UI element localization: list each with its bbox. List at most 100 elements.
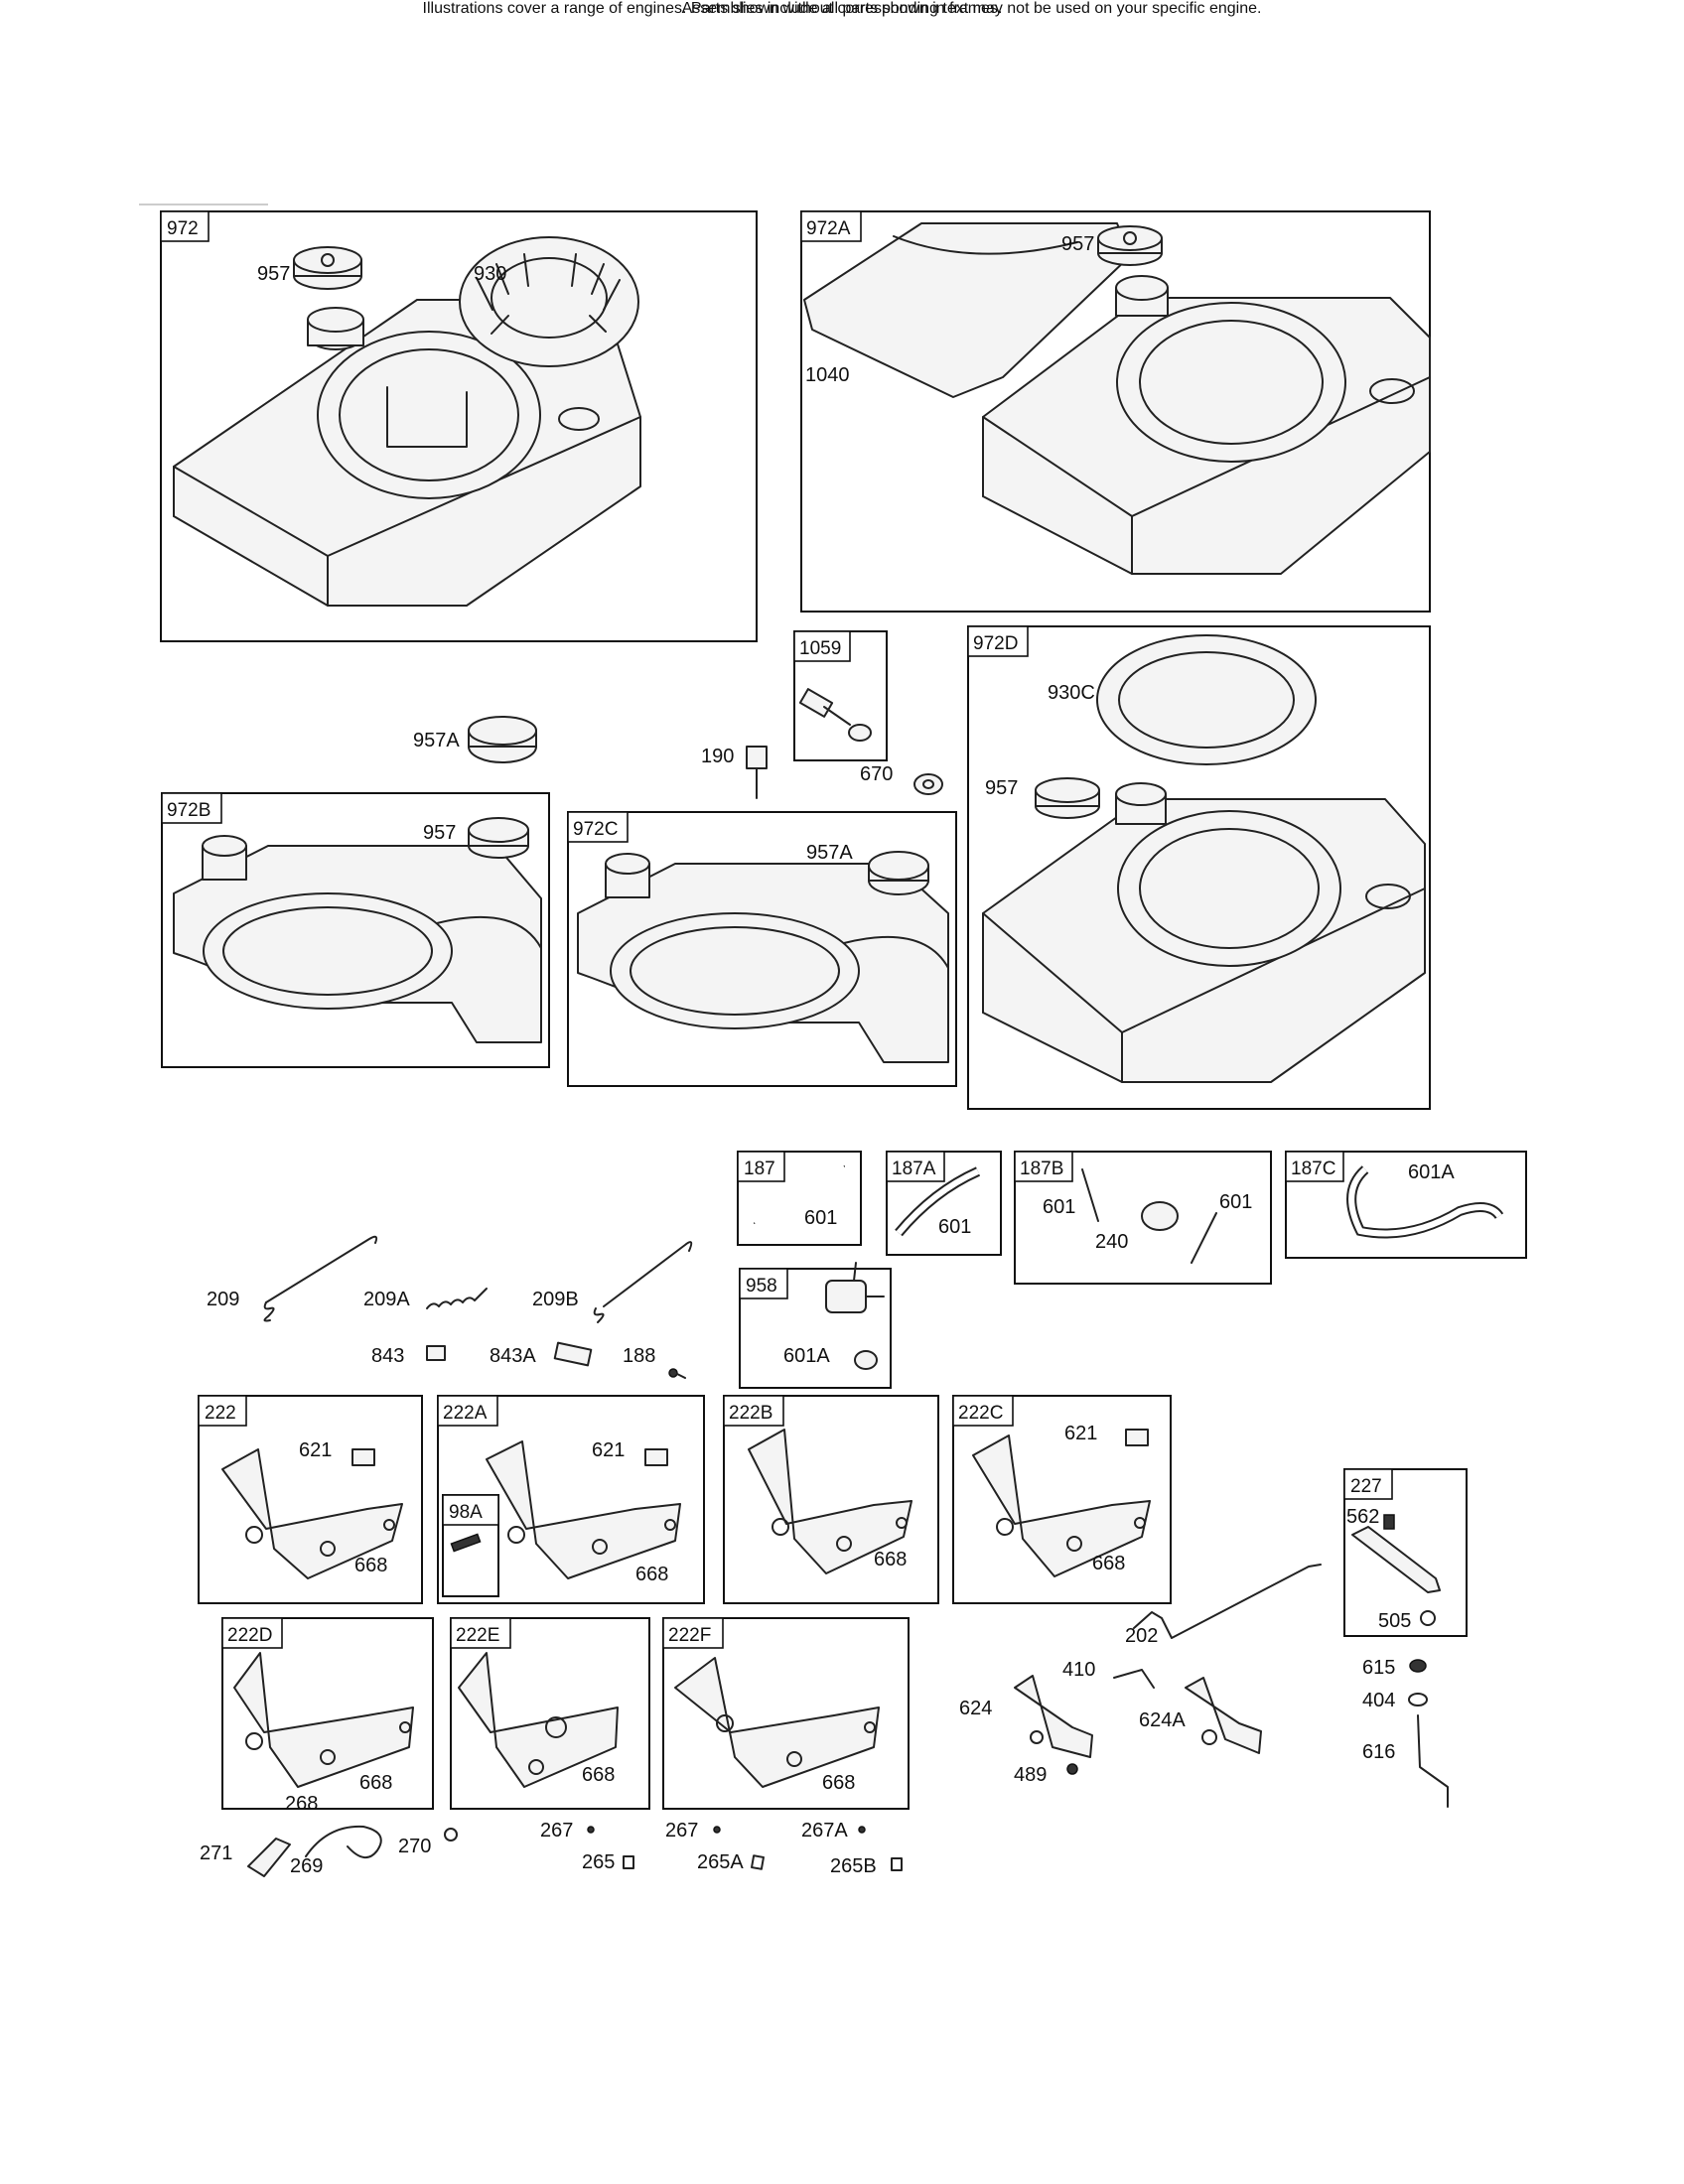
frame-187c: 187C	[1285, 1151, 1527, 1259]
frame-tag: 222D	[227, 1625, 272, 1646]
fuel-line-icon	[895, 1166, 981, 1237]
part-label: 668	[354, 1555, 387, 1576]
lever-icon	[247, 1838, 291, 1877]
part-label: 601	[1219, 1191, 1252, 1213]
frame-tag: 187A	[892, 1159, 936, 1179]
part-label: 265A	[697, 1851, 744, 1873]
rotating-screen-icon	[459, 236, 639, 367]
frame-tag: 222A	[443, 1403, 488, 1424]
part-label: 957A	[413, 730, 460, 751]
screw-icon	[668, 1368, 686, 1379]
nut-icon	[1409, 1659, 1427, 1673]
screw-icon	[713, 1826, 721, 1834]
frame-222b: 222B	[723, 1395, 939, 1604]
screw-icon	[587, 1826, 595, 1834]
shutoff-valve-icon	[825, 1262, 885, 1370]
part-label: 601A	[1408, 1161, 1455, 1183]
part-label: 616	[1362, 1741, 1395, 1763]
part-label: 209	[207, 1289, 239, 1310]
grommet-icon	[444, 1828, 458, 1842]
part-label: 202	[1125, 1625, 1158, 1647]
blower-housing-illustration	[577, 853, 949, 1063]
governor-bracket-illustration	[458, 1652, 619, 1788]
cable-icon	[305, 1825, 382, 1858]
part-label: 265	[582, 1851, 615, 1873]
blower-housing-illustration	[173, 299, 641, 607]
governor-arm-icon	[1014, 1675, 1093, 1758]
part-label: 1040	[805, 364, 850, 386]
link-icon	[1113, 1669, 1155, 1689]
part-label: 267	[665, 1820, 698, 1842]
frame-187b: 187B	[1014, 1151, 1272, 1285]
part-label: 957	[423, 822, 456, 844]
part-label: 668	[582, 1764, 615, 1786]
part-label: 670	[860, 763, 893, 785]
frame-tag: 972D	[973, 633, 1018, 654]
part-label: 930C	[1048, 682, 1095, 704]
governor-bracket-illustration	[221, 1448, 403, 1579]
frame-972d: 972D	[967, 625, 1431, 1110]
frame-tag: 972C	[573, 819, 618, 840]
frame-tag: 222	[205, 1403, 236, 1424]
frame-tag: 972	[167, 218, 199, 239]
clip-icon	[891, 1857, 903, 1871]
part-label: 624A	[1139, 1709, 1186, 1731]
bushing-icon	[426, 1345, 446, 1361]
shroud-cover-icon	[803, 222, 1131, 398]
fuel-cap-icon	[1097, 225, 1163, 266]
blower-housing-illustration	[173, 835, 542, 1043]
part-label: 209A	[363, 1289, 410, 1310]
frame-972: 972	[160, 210, 758, 642]
part-label: 615	[1362, 1657, 1395, 1679]
governor-link-icon	[1133, 1564, 1322, 1639]
part-label: 601	[938, 1216, 971, 1238]
part-label: 624	[959, 1698, 992, 1719]
bushing-icon	[913, 773, 943, 795]
governor-spring-icon	[593, 1241, 693, 1323]
part-label: 843	[371, 1345, 404, 1367]
part-label: 267A	[801, 1820, 848, 1842]
part-label: 621	[299, 1439, 332, 1461]
shaft-icon	[1417, 1714, 1449, 1808]
frame-972c: 972C	[567, 811, 957, 1087]
screen-ring-icon	[1096, 634, 1317, 765]
governor-bracket-illustration	[748, 1429, 912, 1574]
frame-tag: 187	[744, 1159, 775, 1179]
fuel-cap-icon	[868, 851, 929, 895]
frame-187a: 187A	[886, 1151, 1002, 1256]
frame-222c: 222C	[952, 1395, 1172, 1604]
part-label: 601A	[783, 1345, 830, 1367]
part-label: 668	[359, 1772, 392, 1794]
part-label: 668	[874, 1549, 907, 1570]
frame-222: 222	[198, 1395, 423, 1604]
footer-assemblies: Assemblies include all parts shown in fr…	[681, 0, 1003, 17]
governor-bracket-illustration	[233, 1652, 414, 1788]
screw-icon	[858, 1826, 866, 1834]
part-label: 271	[200, 1843, 232, 1864]
part-label: 601	[804, 1207, 837, 1229]
part-label: 621	[1064, 1423, 1097, 1444]
part-label: 601	[1043, 1196, 1075, 1218]
frame-tag: 222B	[729, 1403, 772, 1424]
frame-222e: 222E	[450, 1617, 650, 1810]
part-label: 957	[1061, 233, 1094, 255]
frame-1059: 1059	[793, 630, 888, 761]
fuel-cap-icon	[1035, 777, 1100, 819]
part-label: 930	[474, 263, 506, 285]
frame-tag: 222F	[668, 1625, 711, 1646]
fuel-cap-icon	[468, 817, 529, 859]
bushing-icon	[553, 1341, 593, 1367]
part-label: 668	[822, 1772, 855, 1794]
frame-tag: 972A	[806, 218, 851, 239]
frame-98a: 98A	[442, 1494, 499, 1597]
frame-958: 958	[739, 1268, 892, 1389]
part-label: 668	[635, 1564, 668, 1585]
frame-tag: 958	[746, 1276, 777, 1297]
bolt-washer-icon	[798, 688, 872, 742]
part-label: 957	[257, 263, 290, 285]
part-label: 489	[1014, 1764, 1047, 1786]
governor-bracket-illustration	[674, 1657, 880, 1788]
blower-housing-illustration	[982, 275, 1431, 575]
frame-227: 227	[1343, 1468, 1468, 1637]
frame-tag: 187B	[1020, 1159, 1063, 1179]
